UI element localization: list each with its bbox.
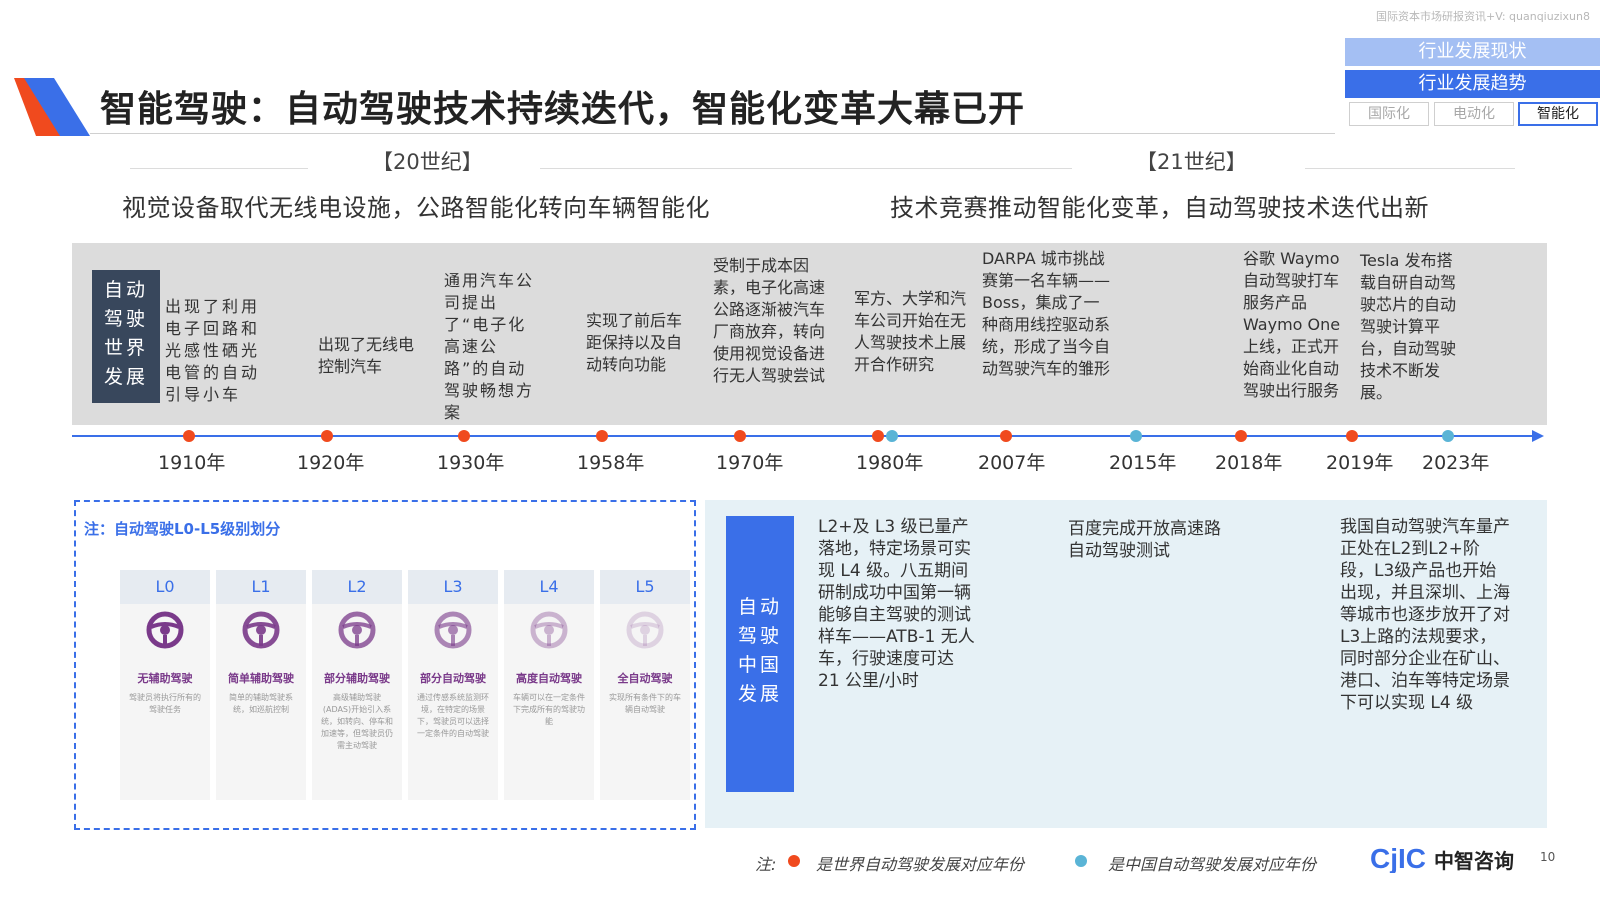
timeline-dot-china — [886, 430, 898, 442]
level-card-l3: L3 部分自动驾驶 通过传感系统监测环境，在特定的场景下，驾驶员可以选择一定条件… — [408, 570, 498, 800]
level-card-l0: L0 无辅助驾驶 驾驶员将执行所有的驾驶任务 — [120, 570, 210, 800]
timeline-dot-world — [1346, 430, 1358, 442]
level-code: L3 — [408, 570, 498, 604]
level-name: 部分辅助驾驶 — [324, 672, 390, 685]
timeline-axis — [72, 435, 1534, 437]
level-card-l4: L4 高度自动驾驶 车辆可以在一定条件下完成所有的驾驶功能 — [504, 570, 594, 800]
timeline-year: 1920年 — [297, 452, 365, 474]
autonomy-levels-note: 注：自动驾驶L0-L5级别划分 — [84, 520, 281, 538]
watermark-text: 国际资本市场研报资讯+V: quanqiuzixun8 — [1375, 10, 1590, 23]
timeline-year: 1930年 — [437, 452, 505, 474]
timeline-arrow-icon — [1532, 430, 1544, 442]
world-event-1980: 军方、大学和汽车公司开始在无人驾驶技术上展开合作研究 — [854, 289, 967, 374]
timeline-dot-world — [321, 430, 333, 442]
level-code: L2 — [312, 570, 402, 604]
level-name: 高度自动驾驶 — [516, 672, 582, 685]
brand-logo: CjIC 中智咨询 — [1370, 843, 1515, 873]
ciic-logo-icon: CjIC — [1370, 843, 1426, 873]
nav-sub-internationalization[interactable]: 国际化 — [1349, 102, 1429, 126]
level-name: 简单辅助驾驶 — [228, 672, 294, 685]
china-event-2023: 我国自动驾驶汽车量产正处在L2到L2+阶段，L3级产品也开始出现，并且深圳、上海… — [1340, 517, 1510, 713]
world-event-2018: 谷歌 Waymo 自动驾驶打车服务产品 Waymo One 上线，正式开始商业化… — [1243, 249, 1341, 400]
world-event-1958: 实现了前后车距保持以及自动转向功能 — [586, 311, 683, 374]
timeline-dot-world — [1235, 430, 1247, 442]
timeline-year: 1958年 — [577, 452, 645, 474]
nav-industry-trend[interactable]: 行业发展趋势 — [1345, 70, 1600, 98]
steering-wheel-icon — [434, 611, 472, 649]
level-code: L1 — [216, 570, 306, 604]
level-description: 车辆可以在一定条件下完成所有的驾驶功能 — [513, 693, 585, 726]
world-event-1910: 出现了利用电子回路和光感性硒光电管的自动引导小车 — [165, 297, 261, 404]
legend-prefix: 注: — [755, 855, 777, 874]
era-subtitle-21st-century: 技术竞赛推动智能化变革，自动驾驶技术迭代出新 — [890, 194, 1429, 222]
level-card-l2: L2 部分辅助驾驶 高级辅助驾驶(ADAS)开始引入系统，如转向、停车和加速等，… — [312, 570, 402, 800]
era-divider — [130, 168, 308, 169]
page-number: 10 — [1540, 850, 1556, 864]
legend-world: 是世界自动驾驶发展对应年份 — [816, 855, 1025, 874]
level-card-l5: L5 全自动驾驶 实现所有条件下的车辆自动驾驶 — [600, 570, 690, 800]
world-event-2019: Tesla 发布搭载自研自动驾驶芯片的自动驾驶计算平台，自动驾驶技术不断发展。 — [1360, 251, 1457, 402]
level-description: 通过传感系统监测环境，在特定的场景下，驾驶员可以选择一定条件的自动驾驶 — [417, 693, 489, 738]
nav-sub-intelligence[interactable]: 智能化 — [1518, 102, 1598, 126]
world-event-1970: 受制于成本因素，电子化高速公路逐渐被汽车厂商放弃，转向使用视觉设备进行无人驾驶尝… — [713, 256, 826, 385]
china-development-label: 自动驾驶中国发展 — [726, 516, 794, 792]
brand-name: 中智咨询 — [1434, 849, 1514, 873]
timeline-dot-world — [872, 430, 884, 442]
era-subtitle-20th-century: 视觉设备取代无线电设施，公路智能化转向车辆智能化 — [122, 194, 710, 222]
era-label-21st-century: 【21世纪】 — [1136, 150, 1247, 174]
level-card-l1: L1 简单辅助驾驶 简单的辅助驾驶系统，如巡航控制 — [216, 570, 306, 800]
timeline-dot-china — [1442, 430, 1454, 442]
china-development-panel — [705, 500, 1547, 828]
timeline-dot-world — [1000, 430, 1012, 442]
steering-wheel-icon — [146, 611, 184, 649]
era-divider — [1305, 168, 1515, 169]
level-description: 实现所有条件下的车辆自动驾驶 — [609, 693, 681, 714]
china-event-2015: 百度完成开放高速路自动驾驶测试 — [1068, 519, 1221, 561]
level-name: 部分自动驾驶 — [420, 672, 486, 685]
timeline-year: 1980年 — [856, 452, 924, 474]
level-name: 无辅助驾驶 — [137, 672, 193, 685]
timeline-year: 1910年 — [158, 452, 226, 474]
era-label-20th-century: 【20世纪】 — [372, 150, 483, 174]
timeline-year: 2007年 — [978, 452, 1046, 474]
nav-sub-electrification[interactable]: 电动化 — [1434, 102, 1514, 126]
world-development-label: 自动驾驶世界发展 — [92, 270, 160, 403]
timeline-dot-china — [1130, 430, 1142, 442]
steering-wheel-icon — [242, 611, 280, 649]
timeline-dot-world — [734, 430, 746, 442]
era-divider — [540, 168, 1072, 169]
nav-industry-status[interactable]: 行业发展现状 — [1345, 38, 1600, 66]
autonomy-levels-box — [74, 500, 696, 830]
timeline-year: 2019年 — [1326, 452, 1394, 474]
timeline-dot-world — [596, 430, 608, 442]
world-event-1920: 出现了无线电控制汽车 — [318, 335, 415, 376]
level-code: L5 — [600, 570, 690, 604]
timeline-dot-world — [183, 430, 195, 442]
legend-china: 是中国自动驾驶发展对应年份 — [1108, 855, 1317, 874]
section-logo-icon — [14, 78, 90, 136]
legend-dot-world — [788, 855, 800, 867]
steering-wheel-icon — [338, 611, 376, 649]
level-description: 高级辅助驾驶(ADAS)开始引入系统，如转向、停车和加速等，但驾驶员仍需主动驾驶 — [321, 693, 393, 750]
world-event-2007: DARPA 城市挑战赛第一名车辆——Boss，集成了一种商用线控驱动系统，形成了… — [982, 249, 1111, 378]
legend-dot-china — [1075, 855, 1087, 867]
page-title: 智能驾驶：自动驾驶技术持续迭代，智能化变革大幕已开 — [100, 89, 1026, 130]
level-code: L0 — [120, 570, 210, 604]
timeline-dot-world — [458, 430, 470, 442]
level-name: 全自动驾驶 — [617, 672, 673, 685]
timeline-year: 2018年 — [1215, 452, 1283, 474]
level-description: 简单的辅助驾驶系统，如巡航控制 — [229, 693, 293, 714]
china-event-1980: L2+及 L3 级已量产落地，特定场景可实现 L4 级。八五期间研制成功中国第一… — [818, 517, 975, 691]
steering-wheel-icon — [626, 611, 664, 649]
steering-wheel-icon — [530, 611, 568, 649]
timeline-year: 1970年 — [716, 452, 784, 474]
timeline-year: 2015年 — [1109, 452, 1177, 474]
level-code: L4 — [504, 570, 594, 604]
title-divider — [90, 133, 1335, 134]
svg-text:CjIC: CjIC — [1370, 843, 1426, 873]
world-event-1930: 通用汽车公司提出了“电子化高速公路”的自动驾驶畅想方案 — [444, 271, 535, 422]
world-development-panel — [72, 243, 1547, 425]
level-description: 驾驶员将执行所有的驾驶任务 — [129, 693, 201, 714]
timeline-year: 2023年 — [1422, 452, 1490, 474]
